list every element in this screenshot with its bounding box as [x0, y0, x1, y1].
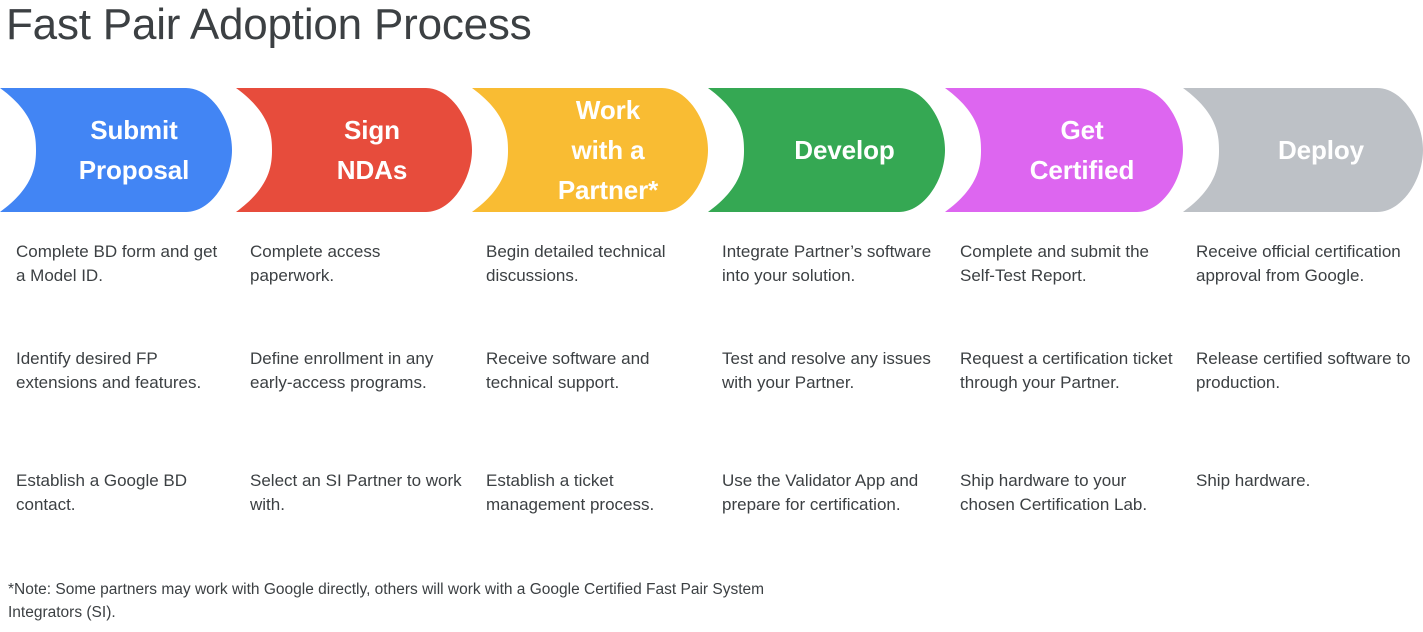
stage-shape-submit-proposal — [0, 88, 232, 212]
stage-shape-work-with-a-partner — [472, 88, 708, 212]
stage-shape-sign-ndas — [236, 88, 472, 212]
detail-item: Define enrollment in any early-access pr… — [250, 349, 434, 392]
stage-shape-get-certified — [945, 88, 1183, 212]
stage-details-grid: Complete BD form and get a Model ID. Iden… — [0, 240, 1423, 540]
stage-shape-develop — [708, 88, 945, 212]
process-stage-banner: Submit Proposal Sign NDAs Work with a Part… — [0, 88, 1423, 212]
detail-item: Test and resolve any issues with your Pa… — [722, 349, 931, 392]
detail-item: Establish a Google BD contact. — [16, 471, 188, 514]
stage-shape-deploy — [1183, 88, 1423, 212]
page-title: Fast Pair Adoption Process — [6, 0, 532, 49]
detail-item: Receive software and technical support. — [486, 349, 650, 392]
detail-item: Ship hardware to your chosen Certificati… — [960, 471, 1148, 514]
detail-item: Complete BD form and get a Model ID. — [16, 242, 218, 285]
stage-label-submit-proposal[interactable]: Submit Proposal — [78, 115, 190, 185]
detail-item: Select an SI Partner to work with. — [250, 471, 462, 514]
detail-item: Ship hardware. — [1196, 471, 1311, 490]
process-stage-shapes — [0, 88, 1423, 212]
detail-item: Release certified software to production… — [1196, 349, 1411, 392]
stage-label-work-with-a-partner[interactable]: Work with a Partner* — [557, 95, 659, 205]
stage-label-get-certified[interactable]: Get Certified — [1029, 115, 1135, 185]
footnote-note: *Note: Some partners may work with Googl… — [8, 581, 765, 621]
detail-item: Complete access paperwork. — [250, 242, 381, 285]
detail-item: Receive official certification approval … — [1196, 242, 1401, 285]
detail-item: Complete and submit the Self-Test Report… — [960, 242, 1149, 285]
detail-item: Integrate Partner’s software into your s… — [722, 242, 932, 285]
stage-label-sign-ndas[interactable]: Sign NDAs — [336, 115, 408, 185]
stage-label-develop[interactable]: Develop — [794, 135, 895, 165]
detail-item: Request a certification ticket through y… — [960, 349, 1173, 392]
detail-item: Use the Validator App and prepare for ce… — [722, 471, 919, 514]
stage-label-deploy[interactable]: Deploy — [1277, 135, 1365, 165]
detail-item: Establish a ticket management process. — [486, 471, 655, 514]
detail-item: Begin detailed technical discussions. — [486, 242, 666, 285]
detail-item: Identify desired FP extensions and featu… — [16, 349, 202, 392]
